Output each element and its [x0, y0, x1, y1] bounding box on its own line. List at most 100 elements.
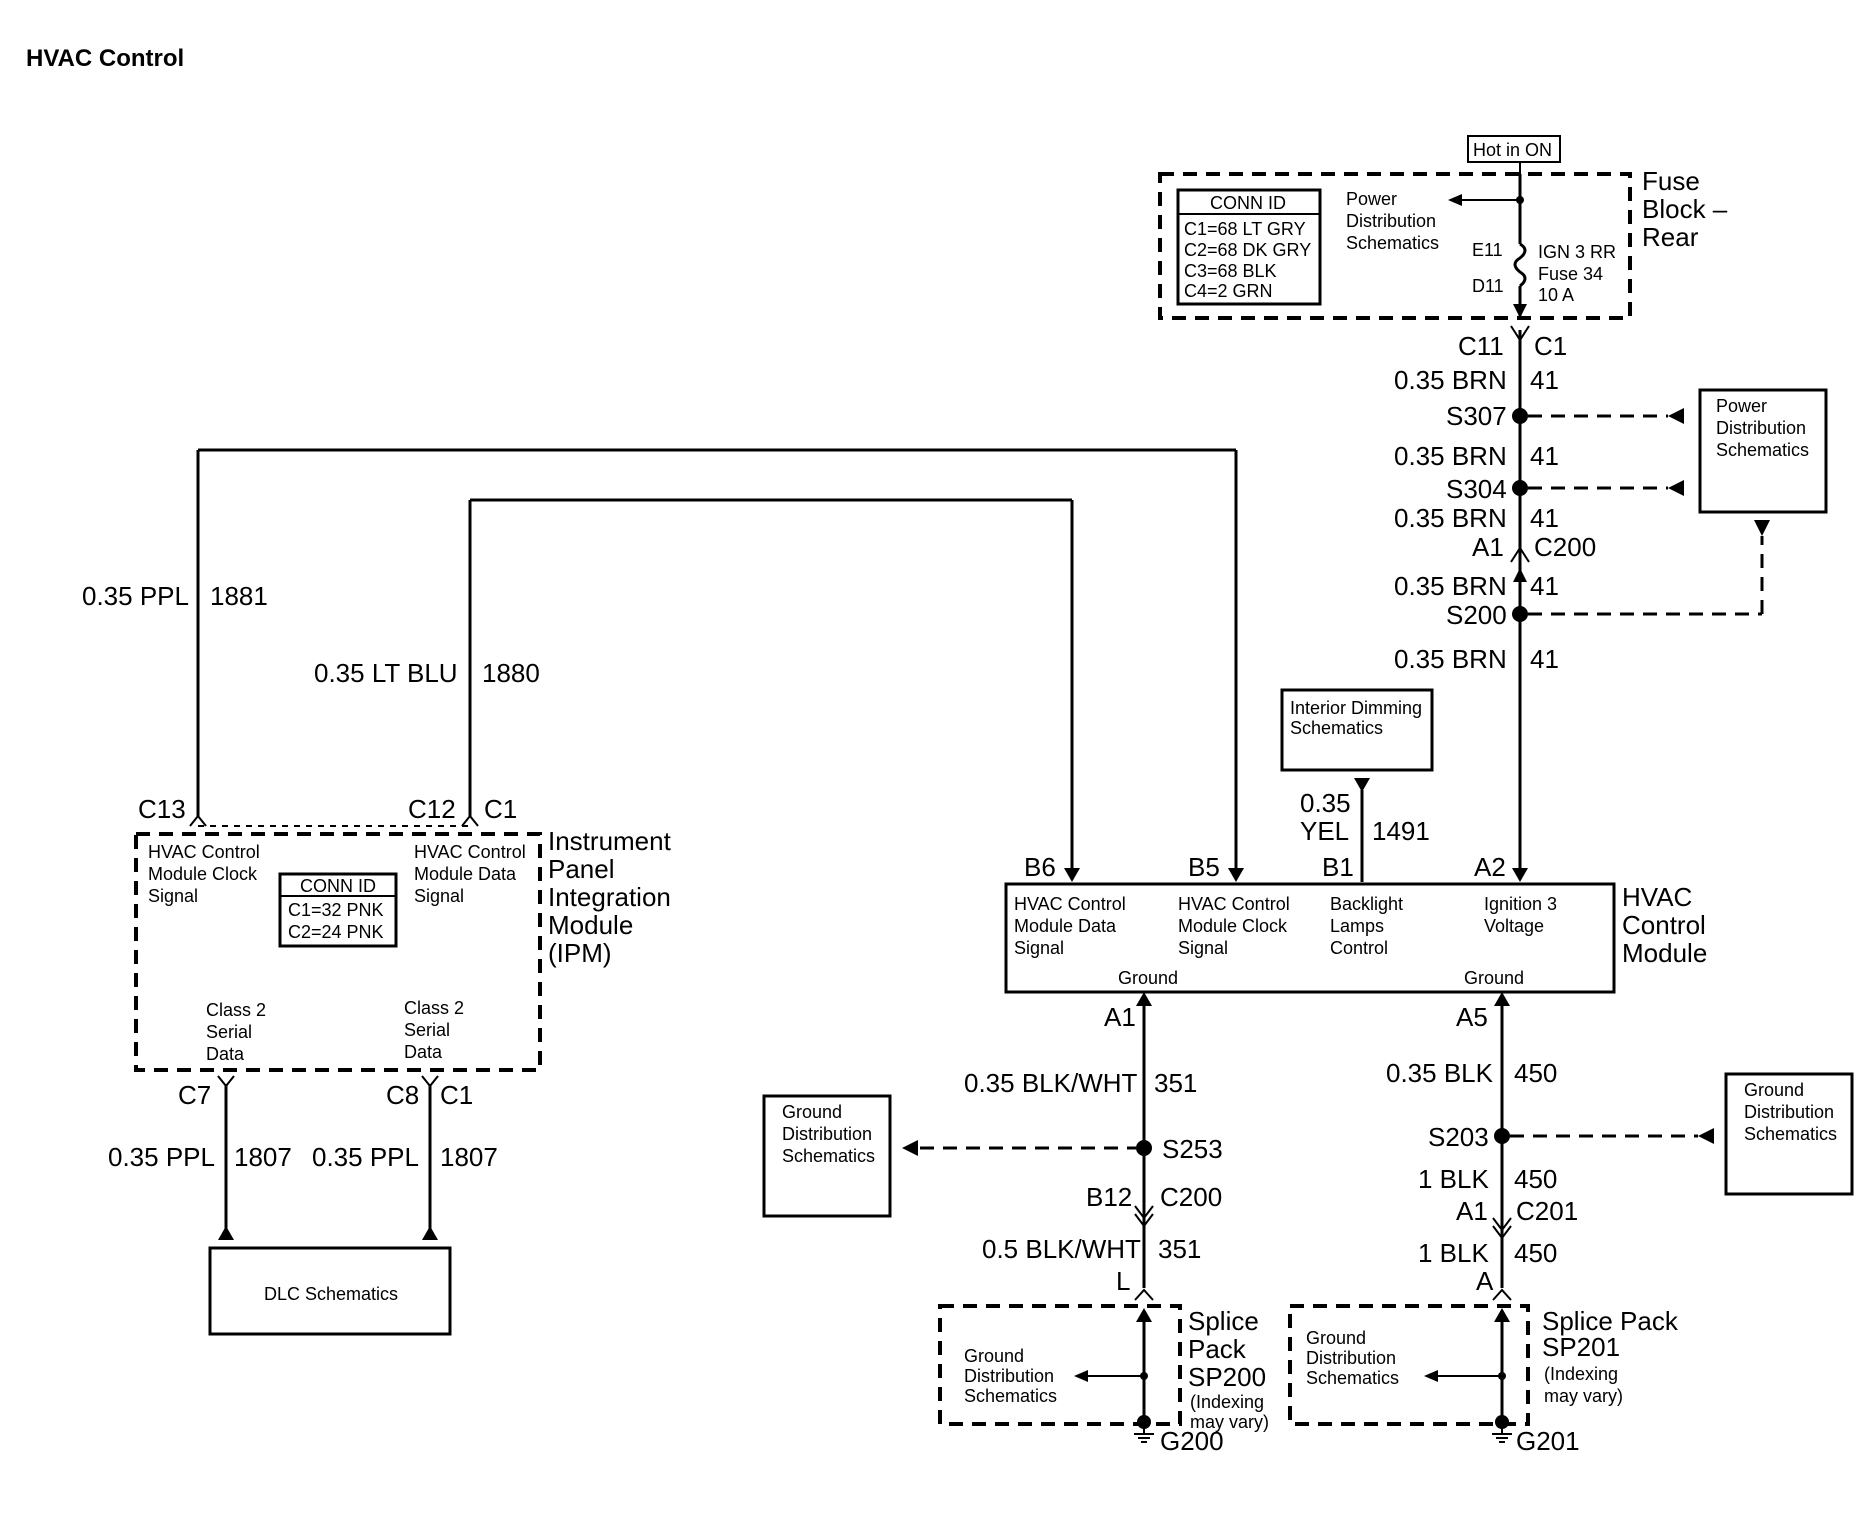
a2-func-2: Voltage — [1484, 916, 1544, 936]
power-dist-label-1: Power — [1716, 396, 1767, 416]
dlc-wire1-gauge: 0.35 PPL — [108, 1142, 215, 1172]
splice-pack-sp200: Ground Distribution Schematics Splice Pa… — [938, 1304, 1269, 1456]
fuse-pin-e11: E11 — [1472, 240, 1503, 260]
ground-right-seg3-gauge: 1 BLK — [1418, 1238, 1489, 1268]
seg4-gauge: 0.35 BRN — [1394, 571, 1507, 601]
ground-right-pin: A5 — [1456, 1002, 1488, 1032]
ipm-conn-id-table — [278, 872, 398, 948]
interior-dimming-label-2: Schematics — [1290, 718, 1383, 738]
pin-b5-label: B5 — [1188, 852, 1220, 882]
ipm-data-label-1: HVAC Control — [414, 842, 526, 862]
hvac-control-module: B6 B5 B1 A2 HVAC Control Module Data Sig… — [1004, 852, 1707, 994]
ipm-conn-c7: C7 — [178, 1080, 211, 1110]
hvac-module-name-3: Module — [1622, 938, 1707, 968]
ipm-conn-c1-top: C1 — [484, 794, 517, 824]
seg5-circuit: 41 — [1530, 644, 1559, 674]
ground-right-conn-a: A — [1476, 1266, 1494, 1296]
g200-label: G200 — [1160, 1426, 1224, 1456]
data-wire-1880: 0.35 LT BLU 1880 — [314, 498, 1080, 882]
ground-distribution-box-right[interactable]: Ground Distribution Schematics — [1724, 1072, 1854, 1196]
dlc-schematics-box[interactable]: DLC Schematics — [208, 1246, 452, 1336]
power-dist-arrow — [1448, 194, 1462, 206]
ground-left-conn-l: L — [1116, 1266, 1130, 1296]
sp201-ground-dist-1: Ground — [1306, 1328, 1366, 1348]
fuse-block-rear: Hot in ON Fuse Block – Rear CONN ID C1=6… — [1158, 135, 1728, 320]
fuse-block-name-3: Rear — [1642, 222, 1699, 252]
ground-right-conn-a1: A1 — [1456, 1196, 1488, 1226]
ipm-serial2-2: Serial — [404, 1020, 450, 1040]
ipm-clock-label-2: Module Clock — [148, 864, 258, 884]
ground-dist-right-2: Distribution — [1744, 1102, 1834, 1122]
ground-dist-left-1: Ground — [782, 1102, 842, 1122]
interior-dimming-label-1: Interior Dimming — [1290, 698, 1422, 718]
ipm-conn-id-c2: C2=24 PNK — [288, 922, 384, 942]
ground-left-seg1-circuit: 351 — [1154, 1068, 1197, 1098]
dimming-wire: 0.35 YEL 1491 — [1300, 778, 1430, 882]
sp200-name-3: SP200 — [1188, 1362, 1266, 1392]
ground-right-seg1-gauge: 0.35 BLK — [1386, 1058, 1494, 1088]
splice-s304 — [1512, 480, 1528, 496]
seg2-circuit: 41 — [1530, 441, 1559, 471]
ground-left-conn-c200: C200 — [1160, 1182, 1222, 1212]
ground-left-seg1-gauge: 0.35 BLK/WHT — [964, 1068, 1138, 1098]
ipm-conn-id-c1: C1=32 PNK — [288, 900, 384, 920]
power-dist-label-2: Distribution — [1716, 418, 1806, 438]
ground-dist-left-3: Schematics — [782, 1146, 875, 1166]
interior-dimming-schematics-box[interactable]: Interior Dimming Schematics — [1280, 688, 1434, 772]
seg3-gauge: 0.35 BRN — [1394, 503, 1507, 533]
g201-label: G201 — [1516, 1426, 1580, 1456]
s253-label: S253 — [1162, 1134, 1223, 1164]
fuse-conn-id-table — [1176, 188, 1322, 306]
ground-right-seg1-circuit: 450 — [1514, 1058, 1557, 1088]
ipm-conn-c12: C12 — [408, 794, 456, 824]
fuse-symbol-icon — [1513, 242, 1527, 288]
b6-func-1: HVAC Control — [1014, 894, 1126, 914]
ground-dist-right-1: Ground — [1744, 1080, 1804, 1100]
sp200-name-4: (Indexing — [1190, 1392, 1264, 1412]
dlc-wires: 0.35 PPL 1807 0.35 PPL 1807 — [108, 1084, 498, 1240]
ground-dist-left-2: Distribution — [782, 1124, 872, 1144]
conn-c200-label: C200 — [1534, 532, 1596, 562]
ipm-data-label-2: Module Data — [414, 864, 517, 884]
ground-symbol-g200-icon — [1134, 1433, 1154, 1443]
page-title: HVAC Control — [26, 45, 184, 72]
b6-func-3: Signal — [1014, 938, 1064, 958]
b5-func-2: Module Clock — [1178, 916, 1288, 936]
sp200-ground-dist-3: Schematics — [964, 1386, 1057, 1406]
clock-circuit: 1881 — [210, 581, 268, 611]
hot-in-on-label: Hot in ON — [1473, 140, 1552, 160]
ground-distribution-box-left[interactable]: Ground Distribution Schematics — [762, 1094, 892, 1218]
fuse-conn-id-header: CONN ID — [1210, 193, 1286, 213]
splice-s253 — [1136, 1140, 1152, 1156]
sp201-ground-dist-2: Distribution — [1306, 1348, 1396, 1368]
fuse-conn-id-c1: C1=68 LT GRY — [1184, 219, 1306, 239]
ground-1-label: Ground — [1118, 968, 1178, 988]
b5-func-1: HVAC Control — [1178, 894, 1290, 914]
hvac-module-name-2: Control — [1622, 910, 1706, 940]
sp200-name-1: Splice — [1188, 1306, 1259, 1336]
dlc-schematics-label: DLC Schematics — [264, 1284, 398, 1304]
fuse-rating: 10 A — [1538, 285, 1574, 305]
fuse-block-outline — [1158, 172, 1632, 320]
b6-func-2: Module Data — [1014, 916, 1117, 936]
fuse-block-name-2: Block – — [1642, 194, 1728, 224]
ground-left-conn-b12: B12 — [1086, 1182, 1132, 1212]
fuse-name: IGN 3 RR — [1538, 242, 1616, 262]
ipm-conn-c1-bot: C1 — [440, 1080, 473, 1110]
clock-gauge: 0.35 PPL — [82, 581, 189, 611]
power-distribution-schematics-box[interactable]: Power Distribution Schematics — [1698, 388, 1828, 514]
b1-func-1: Backlight — [1330, 894, 1403, 914]
pin-a2-label: A2 — [1474, 852, 1506, 882]
ipm-serial1-3: Data — [206, 1044, 245, 1064]
ground-circuit-g201: A5 0.35 BLK 450 S203 1 BLK 450 A1 C201 1… — [1386, 992, 1714, 1301]
ground-circuit-g200: A1 0.35 BLK/WHT 351 S253 B12 C200 0.5 BL… — [902, 992, 1223, 1301]
fuse-power-dist-3: Schematics — [1346, 233, 1439, 253]
ground-symbol-g201-icon — [1492, 1433, 1512, 1443]
fuse-conn-id-c3: C3=68 BLK — [1184, 261, 1277, 281]
ipm-serial2-3: Data — [404, 1042, 443, 1062]
sp201-name-3: (Indexing — [1544, 1364, 1618, 1384]
pin-b1-label: B1 — [1322, 852, 1354, 882]
seg1-gauge: 0.35 BRN — [1394, 365, 1507, 395]
sp200-name-2: Pack — [1188, 1334, 1247, 1364]
fuse-block-name-1: Fuse — [1642, 166, 1700, 196]
